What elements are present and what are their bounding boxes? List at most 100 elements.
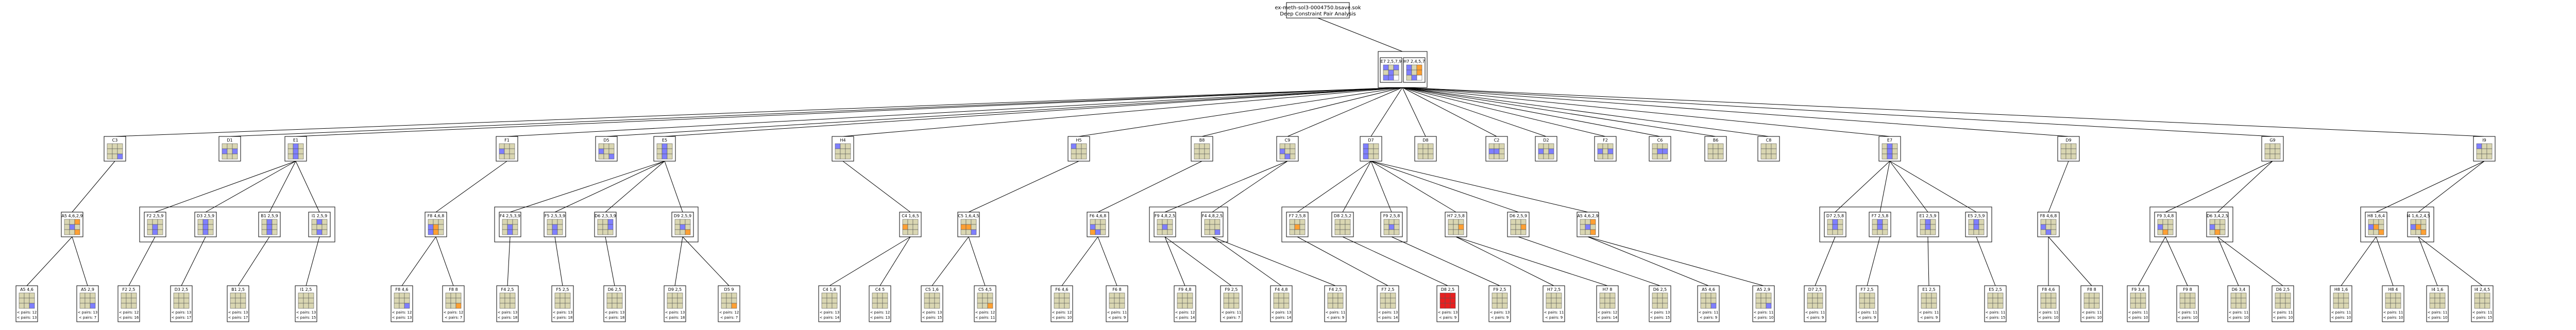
grid-cell xyxy=(667,292,673,299)
grid-cell xyxy=(1327,292,1333,299)
cell-grid xyxy=(1417,143,1434,160)
grid-cell xyxy=(1978,224,1985,230)
grid-cell xyxy=(565,303,571,309)
cell-grid xyxy=(2333,292,2349,309)
grid-cell xyxy=(1380,298,1386,304)
grid-cell xyxy=(554,303,561,309)
grid-cell xyxy=(552,229,558,235)
grid-cell xyxy=(1380,292,1386,299)
tree-edge xyxy=(1402,87,2485,137)
grid-cell xyxy=(157,229,163,235)
grid-cell xyxy=(1609,303,1616,309)
grid-cell xyxy=(90,303,96,309)
grid-cell xyxy=(2241,303,2247,309)
grid-cell xyxy=(2235,298,2242,304)
tree-node: F5 2,5,3,9 xyxy=(544,212,566,237)
grid-cell xyxy=(1968,219,1974,225)
tree-node: I4 1,6,2,4,5 xyxy=(2406,212,2430,237)
grid-cell xyxy=(2130,303,2136,309)
grid-cell xyxy=(1394,224,1400,230)
tree-node: E5 xyxy=(653,136,676,162)
node-label: F8 8 xyxy=(2087,287,2096,292)
grid-cell xyxy=(2385,298,2391,304)
grid-cell xyxy=(178,303,184,309)
grid-cell xyxy=(1450,303,1456,309)
tree-node: F5 2,5< pairs: 13< pairs: 18 xyxy=(551,285,574,322)
grid-cell xyxy=(840,148,846,154)
grid-cell xyxy=(960,219,967,225)
cell-grid xyxy=(298,292,314,309)
pair-count: < pairs: 7 xyxy=(720,316,738,320)
tree-node: F8 4,6< pairs: 11< pairs: 10 xyxy=(2037,285,2060,322)
grid-cell xyxy=(1162,229,1168,235)
tree-edge xyxy=(155,161,296,213)
grid-cell xyxy=(1199,153,1205,160)
grid-cell xyxy=(1294,224,1300,230)
tree-node: F4 4,8< pairs: 13< pairs: 14 xyxy=(1270,285,1293,322)
tree-node: H8 1,6< pairs: 11< pairs: 10 xyxy=(2330,285,2352,322)
tree-edge xyxy=(664,87,1403,137)
grid-cell xyxy=(1278,298,1284,304)
tree-edge xyxy=(295,161,320,213)
grid-cell xyxy=(173,298,179,304)
cell-grid xyxy=(2410,219,2427,235)
node-label: A5 4,6,2,9 xyxy=(61,214,82,218)
grid-cell xyxy=(1604,292,1611,299)
grid-cell xyxy=(1931,303,1937,309)
grid-cell xyxy=(399,298,405,304)
grid-cell xyxy=(912,219,919,225)
pair-count: < pairs: 11 xyxy=(1107,310,1127,315)
pair-count: < pairs: 13 xyxy=(78,310,98,315)
grid-cell xyxy=(826,303,833,309)
tree-node: C4 1,6,5 xyxy=(899,212,922,237)
grid-cell xyxy=(504,298,511,304)
grid-cell xyxy=(606,292,613,299)
grid-cell xyxy=(2162,219,2168,225)
grid-cell xyxy=(1100,224,1106,230)
tree-node: F2 2,5< pairs: 12< pairs: 16 xyxy=(117,285,140,322)
grid-cell xyxy=(1604,298,1611,304)
node-label: D6 2,5 xyxy=(2276,287,2290,292)
node-label: B1 2,5,9 xyxy=(261,214,278,218)
tree-node: F6 4,6< pairs: 12< pairs: 10 xyxy=(1050,285,1073,322)
tree-edge xyxy=(1889,161,1977,213)
grid-cell xyxy=(1406,75,1412,81)
node-label: I1 2,5 xyxy=(300,287,312,292)
grid-cell xyxy=(982,303,988,309)
cell-grid xyxy=(64,219,80,235)
grid-cell xyxy=(2285,303,2291,309)
tree-node: F6 8< pairs: 11< pairs: 9 xyxy=(1106,285,1128,322)
node-label: F8 4,6 xyxy=(2042,287,2055,292)
grid-cell xyxy=(1807,303,1813,309)
grid-cell xyxy=(1385,303,1391,309)
grid-cell xyxy=(1388,75,1394,81)
grid-cell xyxy=(287,153,294,160)
grid-cell xyxy=(656,148,663,154)
grid-cell xyxy=(303,292,309,299)
grid-cell xyxy=(499,148,505,154)
grid-cell xyxy=(1713,143,1719,149)
grid-cell xyxy=(399,292,405,299)
grid-cell xyxy=(1204,219,1210,225)
grid-cell xyxy=(617,303,623,309)
tree-node: D6 3,4< pairs: 11< pairs: 10 xyxy=(2227,285,2250,322)
grid-cell xyxy=(2219,229,2226,235)
grid-cell xyxy=(1428,143,1434,149)
tree-node: F7 2,5,8 xyxy=(1869,212,1891,237)
grid-cell xyxy=(1417,153,1423,160)
node-label: H7 2,5 xyxy=(1547,287,1561,292)
node-label: F5 2,5 xyxy=(556,287,569,292)
sibling-group-box xyxy=(139,206,335,242)
grid-cell xyxy=(308,303,314,309)
cell-grid xyxy=(1383,64,1399,81)
pair-count: < pairs: 10 xyxy=(2178,316,2198,320)
grid-cell xyxy=(2333,303,2339,309)
cell-grid xyxy=(2476,143,2493,160)
grid-cell xyxy=(2439,292,2446,299)
grid-cell xyxy=(1119,303,1125,309)
grid-cell xyxy=(557,224,563,230)
grid-cell xyxy=(1445,292,1451,299)
grid-cell xyxy=(1760,298,1767,304)
tree-edge xyxy=(128,236,156,286)
grid-cell xyxy=(1492,298,1498,304)
